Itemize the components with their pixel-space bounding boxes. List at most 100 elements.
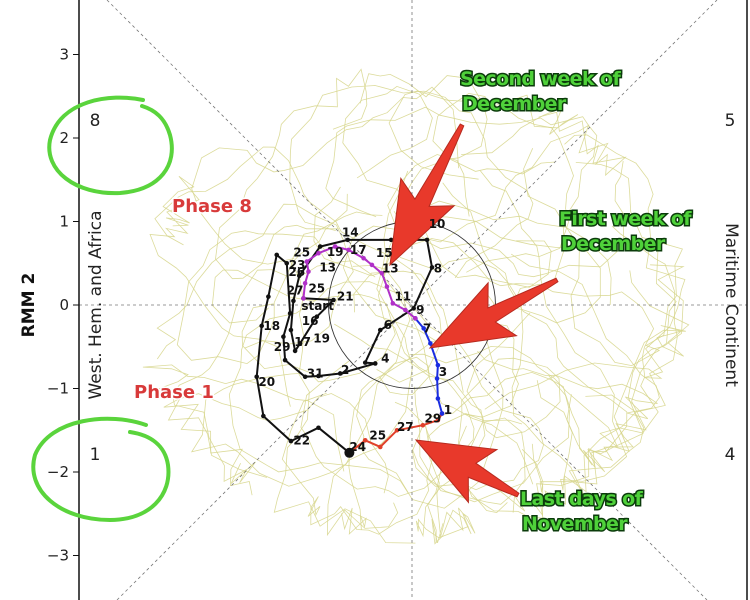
- ensemble-track: [325, 106, 598, 282]
- day-label: 23: [289, 258, 306, 272]
- ensemble-track: [300, 323, 486, 497]
- ensemble-track: [149, 175, 291, 407]
- series-point: [369, 262, 375, 268]
- series-point: [304, 259, 310, 264]
- day-label: 9: [416, 303, 424, 317]
- day-label: 1: [444, 403, 452, 417]
- red-arrow: [389, 123, 465, 267]
- series-point: [413, 316, 418, 321]
- series-point: [292, 348, 298, 354]
- day-label: 19: [313, 331, 330, 345]
- series-point: [314, 314, 320, 319]
- y-axis-label: RMM 2: [19, 273, 39, 338]
- y-tick-label: −1: [47, 380, 69, 398]
- series-point: [439, 411, 445, 416]
- right-region-label: Maritime Continent: [721, 223, 741, 387]
- ensemble-track: [341, 320, 519, 535]
- series-point: [377, 444, 383, 450]
- rmm-tracks: [254, 237, 445, 458]
- series-line-0: [255, 238, 433, 454]
- ensemble-track: [142, 364, 345, 478]
- ensemble-track: [477, 253, 660, 420]
- series-point: [287, 311, 293, 316]
- end-marker: [344, 447, 355, 458]
- red-arrow: [428, 277, 559, 349]
- y-tick-label: 0: [59, 296, 69, 314]
- ensemble-track: [190, 264, 411, 487]
- red-arrows: [389, 123, 559, 504]
- series-point: [362, 360, 368, 365]
- series-point: [261, 413, 266, 419]
- phase-number: 5: [725, 111, 736, 131]
- day-label: 19: [327, 245, 344, 259]
- y-tick-label: 3: [59, 46, 69, 64]
- ensemble-track: [548, 270, 690, 468]
- series-point: [316, 425, 321, 431]
- series-point: [429, 265, 435, 270]
- day-label: 4: [381, 351, 389, 365]
- ensemble-track: [163, 393, 389, 496]
- day-label: 25: [308, 282, 325, 296]
- day-label: 11: [394, 290, 411, 304]
- ensemble-track: [387, 154, 625, 278]
- series-point: [424, 237, 430, 243]
- series-point: [259, 323, 265, 329]
- day-label: start: [301, 299, 334, 313]
- series-point: [377, 327, 383, 333]
- day-label: 16: [302, 314, 319, 328]
- ensemble-track: [531, 225, 678, 517]
- day-label: 18: [263, 319, 280, 333]
- series-point: [332, 244, 338, 249]
- series-point: [302, 374, 308, 380]
- day-label: 3: [439, 365, 447, 379]
- day-label: 25: [293, 245, 310, 259]
- day-label: 15: [376, 246, 393, 260]
- ensemble-track: [414, 386, 526, 539]
- ensemble-track: [211, 269, 396, 383]
- series-point: [388, 237, 394, 243]
- series-point: [435, 396, 441, 401]
- ensemble-track: [191, 86, 459, 265]
- day-label: 17: [350, 243, 367, 257]
- phase1-annotation: Phase 1: [134, 382, 214, 403]
- ensemble-track: [409, 264, 685, 448]
- series-point: [403, 307, 408, 313]
- ensemble-track: [154, 146, 443, 383]
- series-point: [288, 327, 294, 333]
- series-point: [266, 294, 271, 299]
- ensemble-track: [484, 134, 686, 410]
- ensemble-track: [388, 90, 574, 273]
- second-week-annotation-line1: Second week of: [460, 68, 621, 90]
- y-tick-label: −3: [47, 547, 69, 565]
- ensemble-track: [427, 413, 523, 545]
- series-point: [281, 334, 286, 340]
- series-point: [302, 280, 308, 286]
- series-point: [390, 301, 396, 306]
- day-label: 27: [397, 420, 414, 434]
- ensemble-track: [383, 200, 612, 485]
- ensemble-track: [479, 170, 628, 491]
- phase-number: 8: [90, 111, 101, 131]
- series-point: [306, 269, 311, 274]
- ensemble-track: [432, 92, 579, 175]
- second-week-annotation-line2: December: [462, 93, 567, 115]
- series-point: [434, 376, 440, 381]
- day-label: 10: [429, 217, 446, 231]
- last-days-annotation-line2: November: [522, 513, 628, 535]
- series-point: [337, 371, 343, 376]
- series-point: [288, 438, 294, 444]
- red-arrow: [414, 439, 520, 504]
- phase-number: 4: [725, 445, 736, 465]
- series-point: [291, 298, 296, 304]
- day-label: 7: [423, 322, 431, 336]
- series-point: [331, 297, 336, 303]
- day-label: 17: [294, 335, 311, 349]
- series-point: [362, 437, 368, 443]
- series-point: [317, 244, 323, 249]
- series-point: [274, 252, 280, 258]
- ensemble-track: [342, 215, 601, 344]
